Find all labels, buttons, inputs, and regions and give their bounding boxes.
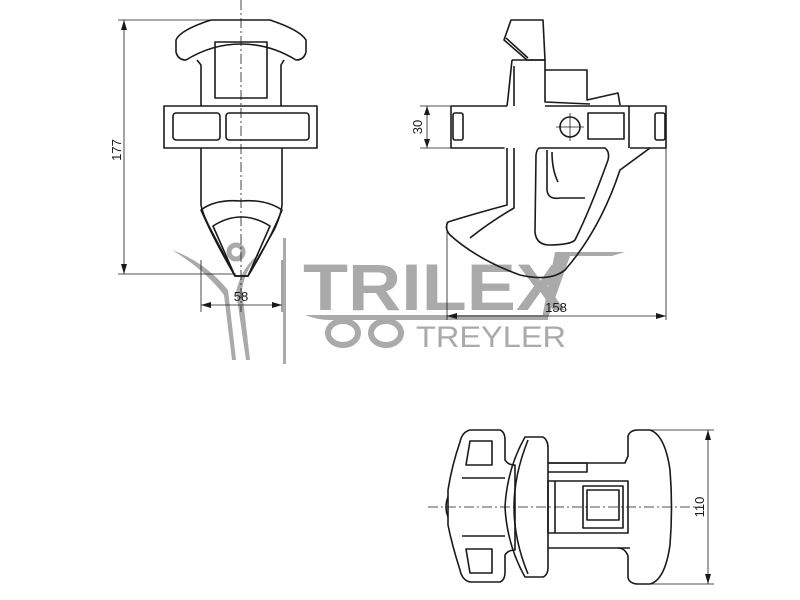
watermark-figure-icon bbox=[172, 238, 286, 364]
watermark-brand: TRILEX bbox=[303, 250, 565, 324]
top-view: 110 bbox=[428, 429, 714, 585]
dimension-side-width: 158 bbox=[545, 300, 567, 315]
watermark-swoosh-icon bbox=[542, 252, 625, 318]
side-view: 30 158 bbox=[410, 19, 667, 320]
dimension-bar-height: 30 bbox=[410, 120, 425, 134]
watermark-wheels-icon bbox=[325, 318, 404, 348]
watermark-logo: TRILEX TREYLER bbox=[172, 238, 625, 364]
dimension-front-width: 58 bbox=[234, 289, 248, 304]
dimension-height: 177 bbox=[109, 139, 124, 161]
watermark-subtitle: TREYLER bbox=[416, 321, 566, 354]
dimension-top-height: 110 bbox=[692, 497, 707, 518]
front-view: 177 58 bbox=[109, 0, 318, 312]
